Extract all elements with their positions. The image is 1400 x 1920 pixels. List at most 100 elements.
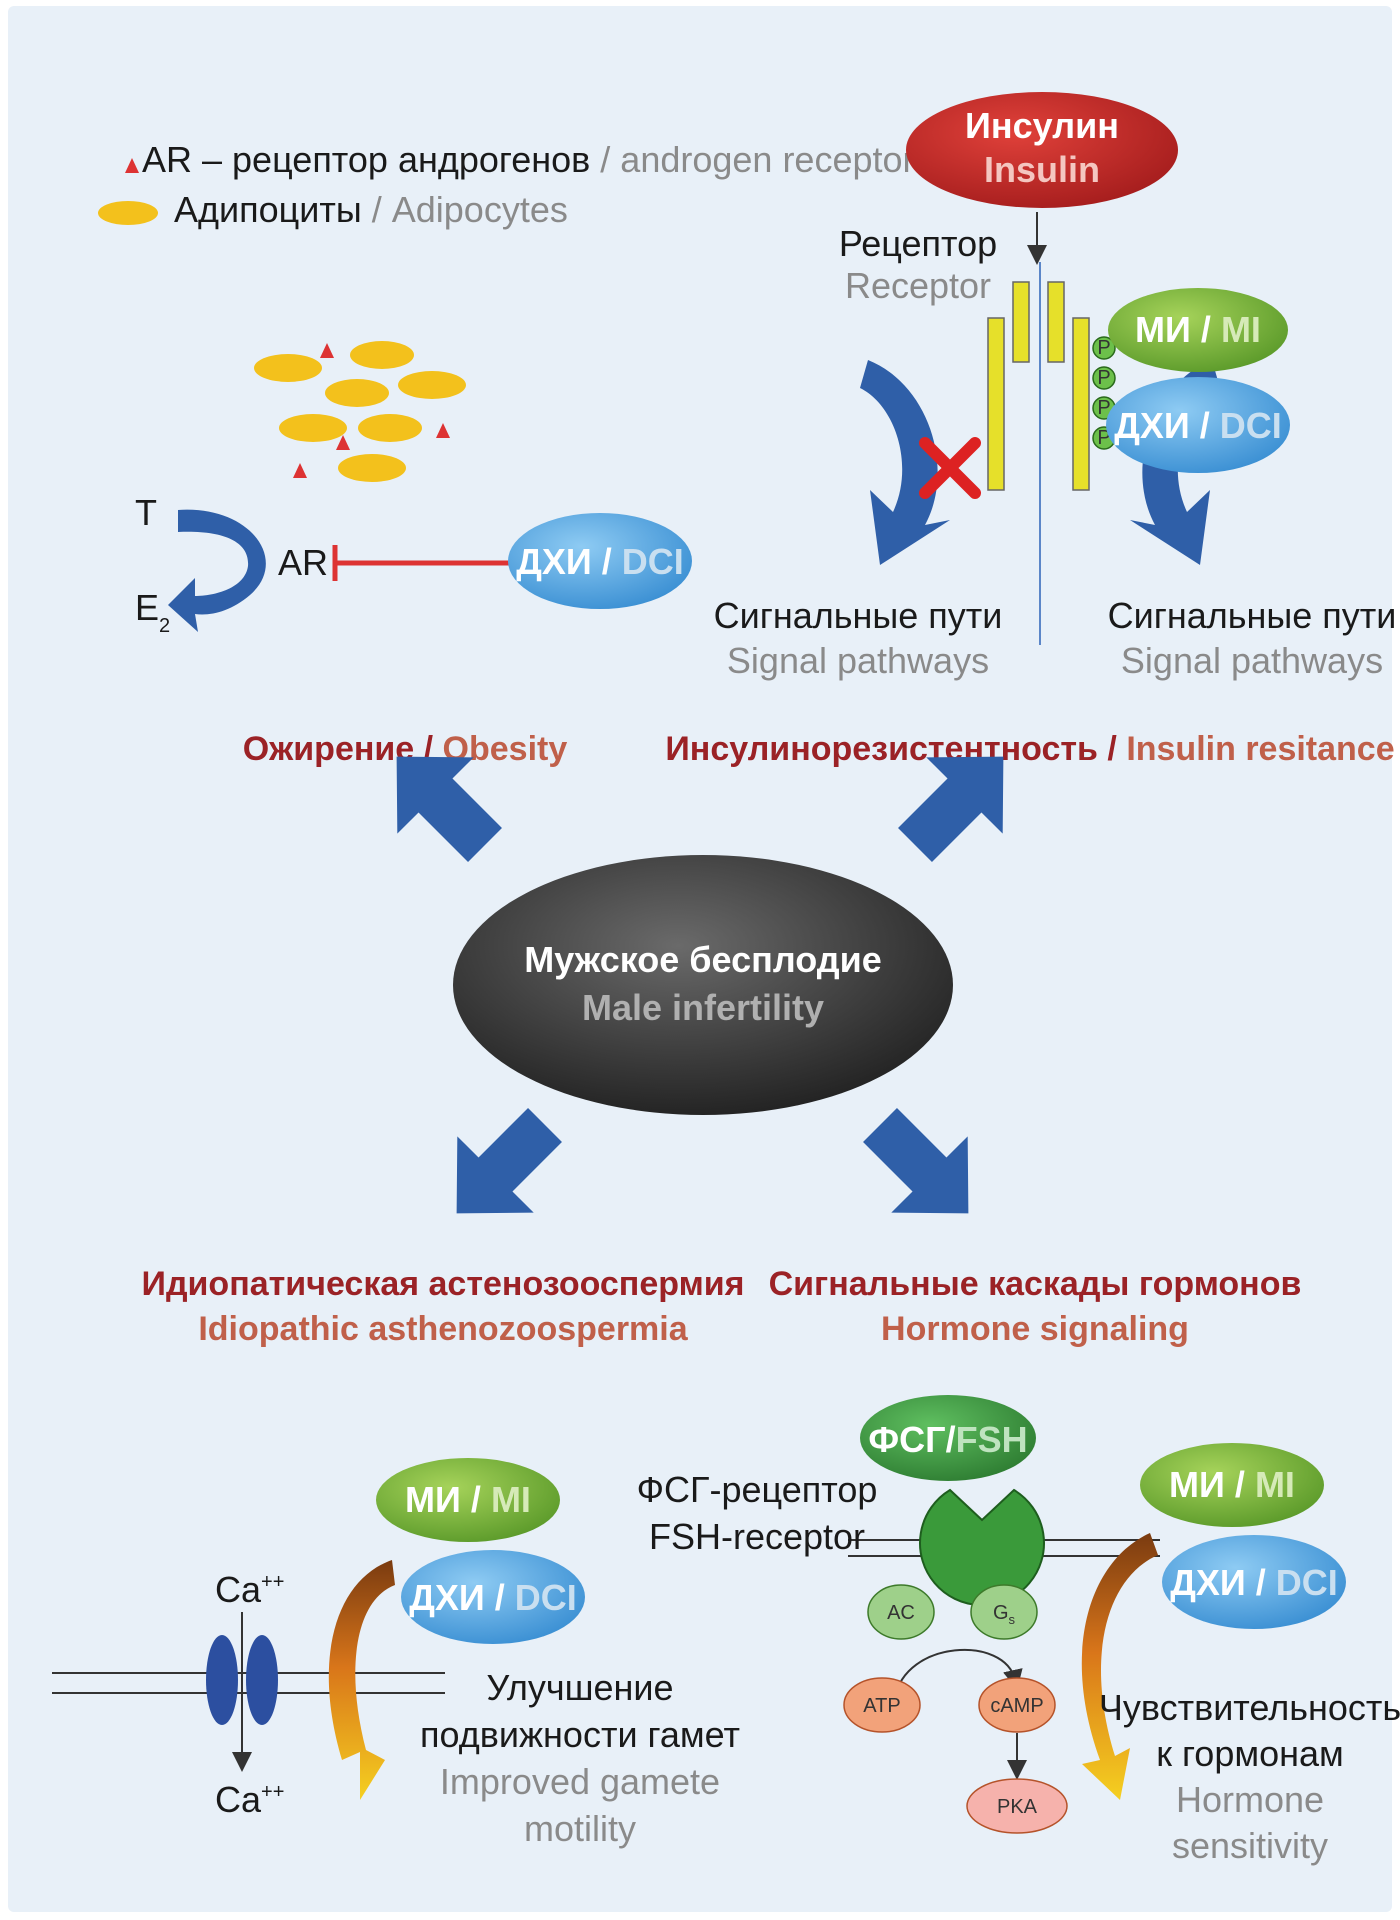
motility-result-ru-2: подвижности гамет [420, 1714, 740, 1755]
atp-label: ATP [863, 1695, 900, 1717]
hormone-result-en-1: Hormone [1176, 1779, 1324, 1820]
obesity-title: Ожирение / Obesity [243, 730, 568, 768]
adipocyte-cluster [254, 341, 466, 482]
gs-label: Gs [993, 1602, 1016, 1627]
arrow-up-right-icon [898, 756, 1004, 862]
outcome-arrows [396, 756, 1004, 1214]
phospho-label: P [1097, 337, 1110, 359]
receptor-subunit [987, 317, 1005, 491]
hormone-orange-arrow-icon [1081, 1533, 1158, 1800]
legend-adipo-en: Adipocytes [392, 189, 568, 230]
legend-ar-sep: / [590, 139, 620, 180]
dci-oval-hormone [1162, 1535, 1346, 1629]
svg-text:ДХИ / DCI: ДХИ / DCI [1170, 1562, 1338, 1603]
motility-panel: Ca++ Ca++ МИ / MI ДХИ / DCI Улучшение по… [52, 1458, 740, 1849]
signal-right-en: Signal pathways [1121, 640, 1383, 681]
signal-right-ru: Сигнальные пути [1108, 595, 1397, 636]
motility-result-en-2: motility [524, 1808, 636, 1849]
atp-node [843, 1677, 921, 1733]
adipocyte [398, 371, 466, 399]
svg-text:ДХИ / DCI: ДХИ / DCI [1114, 405, 1282, 446]
signal-left-ru: Сигнальные пути [714, 595, 1003, 636]
phospho-label: P [1097, 397, 1110, 419]
fsh-receptor-icon [919, 1488, 1045, 1607]
mi-oval-hormone [1140, 1443, 1324, 1527]
insulin-panel: Инсулин Insulin Рецептор Receptor P P P … [714, 92, 1397, 681]
ar-triangle-icon [320, 343, 334, 358]
hormone-result-ru-1: Чувствительность [1099, 1687, 1400, 1728]
motility-orange-arrow-icon [328, 1560, 395, 1800]
legend: AR – рецептор андрогенов / androgen rece… [98, 139, 915, 230]
adipocyte [254, 354, 322, 382]
calcium-channel [246, 1635, 278, 1725]
fsh-receptor-ru: ФСГ-рецептор [637, 1469, 878, 1510]
mi-oval-motility [376, 1458, 560, 1542]
svg-text:Адипоциты / Adipocytes: Адипоциты / Adipocytes [174, 189, 568, 230]
pka-node [966, 1778, 1068, 1834]
dci-oval-motility [401, 1550, 585, 1644]
ac-label: AC [887, 1602, 915, 1624]
adipocyte [350, 341, 414, 369]
ar-label: AR [278, 542, 328, 583]
legend-adipo-sep: / [362, 189, 392, 230]
block-x-icon [919, 437, 981, 499]
male-infertility-oval [453, 855, 953, 1115]
insulin-resistance-title: Инсулинорезистентность / Insulin resitan… [665, 730, 1394, 768]
hormone-result-en-2: sensitivity [1172, 1825, 1328, 1866]
insulin-en: Insulin [984, 149, 1100, 190]
receptor-subunit [1072, 317, 1090, 491]
hormone-result-ru-2: к гормонам [1156, 1733, 1344, 1774]
fsh-oval [860, 1395, 1036, 1481]
pka-label: PKA [997, 1796, 1038, 1818]
camp-label: cAMP [990, 1695, 1043, 1717]
motility-result-ru-1: Улучшение [486, 1667, 673, 1708]
ca-top-label: Ca++ [215, 1569, 284, 1610]
adipocyte [325, 379, 389, 407]
blocked-pathway-arrow-icon [860, 360, 950, 565]
ar-triangle-icon [436, 423, 450, 438]
legend-ar-ru: AR – рецептор андрогенов [142, 139, 590, 180]
asthenozoospermia-title-en: Idiopathic asthenozoospermia [198, 1310, 688, 1348]
svg-text:ФСГ/FSH: ФСГ/FSH [868, 1419, 1027, 1460]
receptor-subunit [1012, 281, 1030, 363]
center-ru: Мужское бесплодие [524, 939, 882, 980]
adipocyte [358, 414, 422, 442]
receptor-en: Receptor [845, 265, 991, 306]
mi-oval-insulin [1108, 288, 1288, 372]
calcium-channel [206, 1635, 238, 1725]
ar-triangle-icon [336, 435, 350, 450]
svg-text:МИ / MI: МИ / MI [1169, 1464, 1295, 1505]
t-label: T [135, 492, 157, 533]
t-to-e2-curved-arrow-icon [168, 509, 266, 632]
ar-triangle-icon [125, 158, 139, 173]
signal-left-en: Signal pathways [727, 640, 989, 681]
camp-node [978, 1677, 1056, 1733]
motility-result-en-1: Improved gamete [440, 1761, 720, 1802]
insulin-oval [906, 92, 1178, 208]
receptor-subunit [1047, 281, 1065, 363]
receptor-ru: Рецептор [839, 223, 997, 264]
arrow-down-right-icon [863, 1108, 969, 1214]
atp-to-camp-arrow [894, 1648, 1023, 1699]
svg-text:МИ / MI: МИ / MI [405, 1479, 531, 1520]
adipocyte [338, 454, 406, 482]
legend-adipo-ru: Адипоциты [174, 189, 362, 230]
arrow-up-left-icon [396, 756, 502, 862]
fsh-panel: ФСГ/FSH ФСГ-рецептор FSH-receptor AC Gs … [637, 1395, 1400, 1866]
dci-oval-insulin [1106, 377, 1290, 473]
ar-triangle-icon [293, 463, 307, 478]
hormone-signaling-title-ru: Сигнальные каскады гормонов [769, 1265, 1302, 1303]
aromatase-conversion: T E2 AR ДХИ / DCI [135, 492, 692, 637]
adipocyte [279, 414, 347, 442]
ca-bottom-label: Ca++ [215, 1779, 284, 1820]
insulin-ru: Инсулин [965, 105, 1119, 146]
phosphate-group: P P P P [1092, 336, 1116, 450]
hormone-signaling-title-en: Hormone signaling [881, 1310, 1189, 1348]
svg-text:МИ / MI: МИ / MI [1135, 309, 1261, 350]
asthenozoospermia-title-ru: Идиопатическая астенозооспермия [142, 1265, 745, 1303]
center-en: Male infertility [582, 987, 824, 1028]
adipocyte-icon [98, 201, 158, 225]
arrow-down-left-icon [456, 1108, 562, 1214]
phospho-label: P [1097, 367, 1110, 389]
